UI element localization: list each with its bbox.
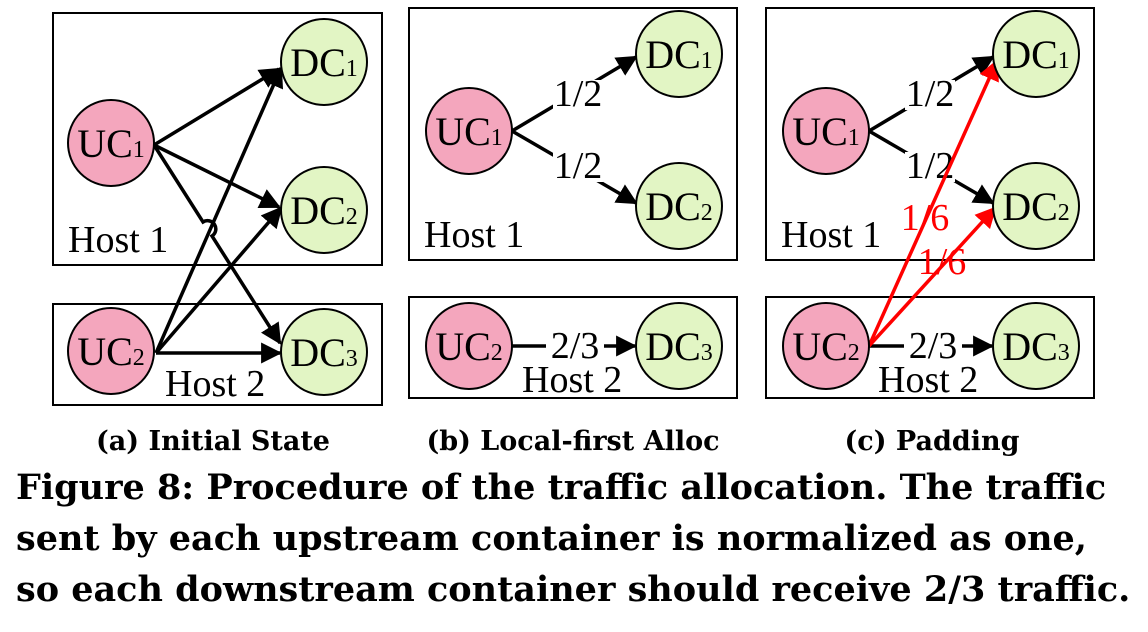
edge-label-bg bbox=[904, 332, 962, 362]
edge-uc1-dc2-a bbox=[153, 143, 281, 209]
host2-box-b bbox=[408, 296, 738, 399]
uc1-label-a: UC1 bbox=[77, 121, 145, 166]
dc2-node-a bbox=[280, 166, 368, 254]
dc1-node-a bbox=[280, 18, 368, 106]
uc2-label-c: UC2 bbox=[792, 324, 860, 369]
dc1-label-b: DC1 bbox=[645, 32, 713, 77]
edge-label-half-top-b: 1/2 bbox=[554, 73, 603, 115]
edge-uc1-dc3-a bbox=[152, 144, 282, 345]
edge-label-bg bbox=[905, 80, 955, 110]
uc1-node-b bbox=[425, 87, 513, 175]
dc1-label-c: DC1 bbox=[1002, 32, 1070, 77]
padding-label-dc2-c: 1/6 bbox=[918, 241, 967, 283]
dc3-label-c: DC3 bbox=[1002, 324, 1070, 369]
dc1-node-c bbox=[992, 10, 1080, 98]
edge-uc1-dc1-a bbox=[153, 67, 281, 147]
host1-label-b: Host 1 bbox=[424, 214, 524, 256]
host1-label-c: Host 1 bbox=[781, 214, 881, 256]
uc1-node-c bbox=[782, 87, 870, 175]
subcaption-b: (b) Local-first Alloc bbox=[426, 426, 719, 457]
dc3-label-a: DC3 bbox=[290, 330, 358, 375]
uc1-label-b: UC1 bbox=[435, 109, 503, 154]
panel-c-padding: Host 1 Host 2 1/2 1/2 2/3 1/6 1/6 UC1 UC… bbox=[765, 7, 1095, 457]
host2-box-c bbox=[765, 296, 1095, 399]
dc2-label-c: DC2 bbox=[1002, 184, 1070, 229]
traffic-allocation-diagram: Host 1 Host 2 UC1 UC2 DC1 DC2 DC3 (a) In… bbox=[52, 7, 1095, 457]
padding-edge-uc2-dc2-c bbox=[867, 206, 997, 348]
subcaption-a: (a) Initial State bbox=[96, 426, 330, 457]
uc2-label-a: UC2 bbox=[77, 329, 145, 374]
edge-label-half-bottom-b: 1/2 bbox=[554, 145, 603, 187]
edge-uc2-dc1-a bbox=[154, 66, 284, 354]
host2-label-a: Host 2 bbox=[165, 363, 265, 405]
uc2-node-b bbox=[425, 302, 513, 390]
dc2-node-b bbox=[635, 162, 723, 250]
panel-b-local-first-alloc: Host 1 Host 2 1/2 1/2 2/3 UC1 UC2 DC1 DC… bbox=[408, 7, 738, 457]
edge-label-two-thirds-c: 2/3 bbox=[909, 325, 958, 367]
host1-box-c bbox=[765, 7, 1095, 261]
edge-label-two-thirds-b: 2/3 bbox=[551, 325, 600, 367]
edge-label-half-bottom-c: 1/2 bbox=[906, 145, 955, 187]
host1-box-a bbox=[52, 12, 383, 266]
edge-label-bg bbox=[546, 332, 604, 362]
host1-label-a: Host 1 bbox=[68, 219, 168, 261]
edge-label-half-top-c: 1/2 bbox=[906, 73, 955, 115]
dc1-node-b bbox=[635, 10, 723, 98]
subcaption-c: (c) Padding bbox=[845, 426, 1020, 457]
padding-edge-uc2-dc1-c bbox=[867, 59, 999, 347]
dc2-node-c bbox=[992, 162, 1080, 250]
uc1-label-c: UC1 bbox=[792, 109, 860, 154]
dc2-label-a: DC2 bbox=[290, 188, 358, 233]
host1-box-b bbox=[408, 7, 738, 261]
padding-label-dc1-c: 1/6 bbox=[901, 197, 950, 239]
panel-a-initial-state: Host 1 Host 2 UC1 UC2 DC1 DC2 DC3 (a) In… bbox=[52, 12, 383, 457]
dc3-node-b bbox=[635, 302, 723, 390]
host2-label-c: Host 2 bbox=[878, 359, 978, 401]
uc2-label-b: UC2 bbox=[435, 324, 503, 369]
figure-caption: Figure 8: Procedure of the traffic alloc… bbox=[16, 467, 1131, 610]
uc2-node-c bbox=[782, 302, 870, 390]
edge-label-bg bbox=[553, 152, 603, 182]
uc1-node-a bbox=[67, 99, 155, 187]
dc1-label-a: DC1 bbox=[290, 40, 358, 85]
edge-label-bg bbox=[553, 80, 603, 110]
edge-uc2-dc2-a bbox=[154, 206, 283, 355]
dc2-label-b: DC2 bbox=[645, 184, 713, 229]
uc2-node-a bbox=[67, 307, 155, 395]
host2-box-a bbox=[52, 303, 383, 406]
host2-label-b: Host 2 bbox=[522, 359, 622, 401]
dc3-label-b: DC3 bbox=[645, 324, 713, 369]
dc3-node-c bbox=[992, 302, 1080, 390]
dc3-node-a bbox=[280, 308, 368, 396]
